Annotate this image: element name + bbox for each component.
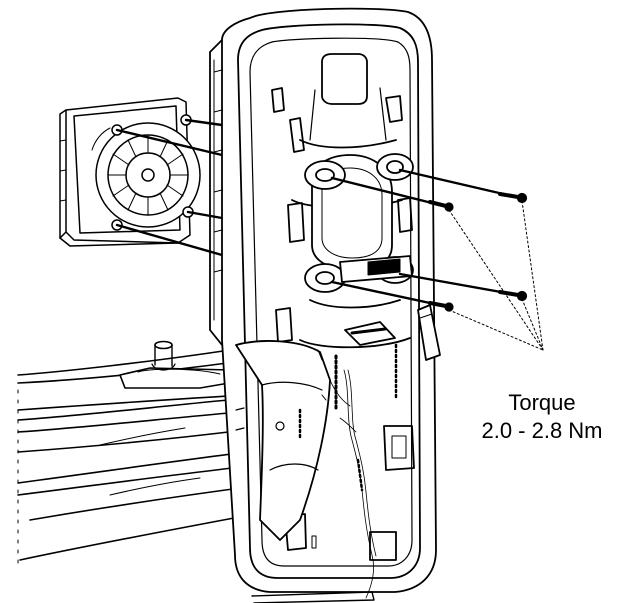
- cable: [329, 369, 377, 599]
- torque-title: Torque: [508, 390, 576, 415]
- torque-annotation: Torque 2.0 - 2.8 Nm: [452, 389, 632, 445]
- screw: [428, 301, 454, 312]
- screw: [498, 192, 528, 204]
- screw: [498, 290, 528, 302]
- screws: [428, 192, 528, 312]
- mounting-plate: [59, 97, 201, 247]
- torque-callout-lines: [448, 200, 544, 351]
- screw-leader-lines: [330, 168, 514, 308]
- housing: [209, 7, 441, 603]
- torque-value: 2.0 - 2.8 Nm: [481, 418, 603, 443]
- screw: [428, 200, 454, 212]
- alignment-lines: [115, 118, 224, 257]
